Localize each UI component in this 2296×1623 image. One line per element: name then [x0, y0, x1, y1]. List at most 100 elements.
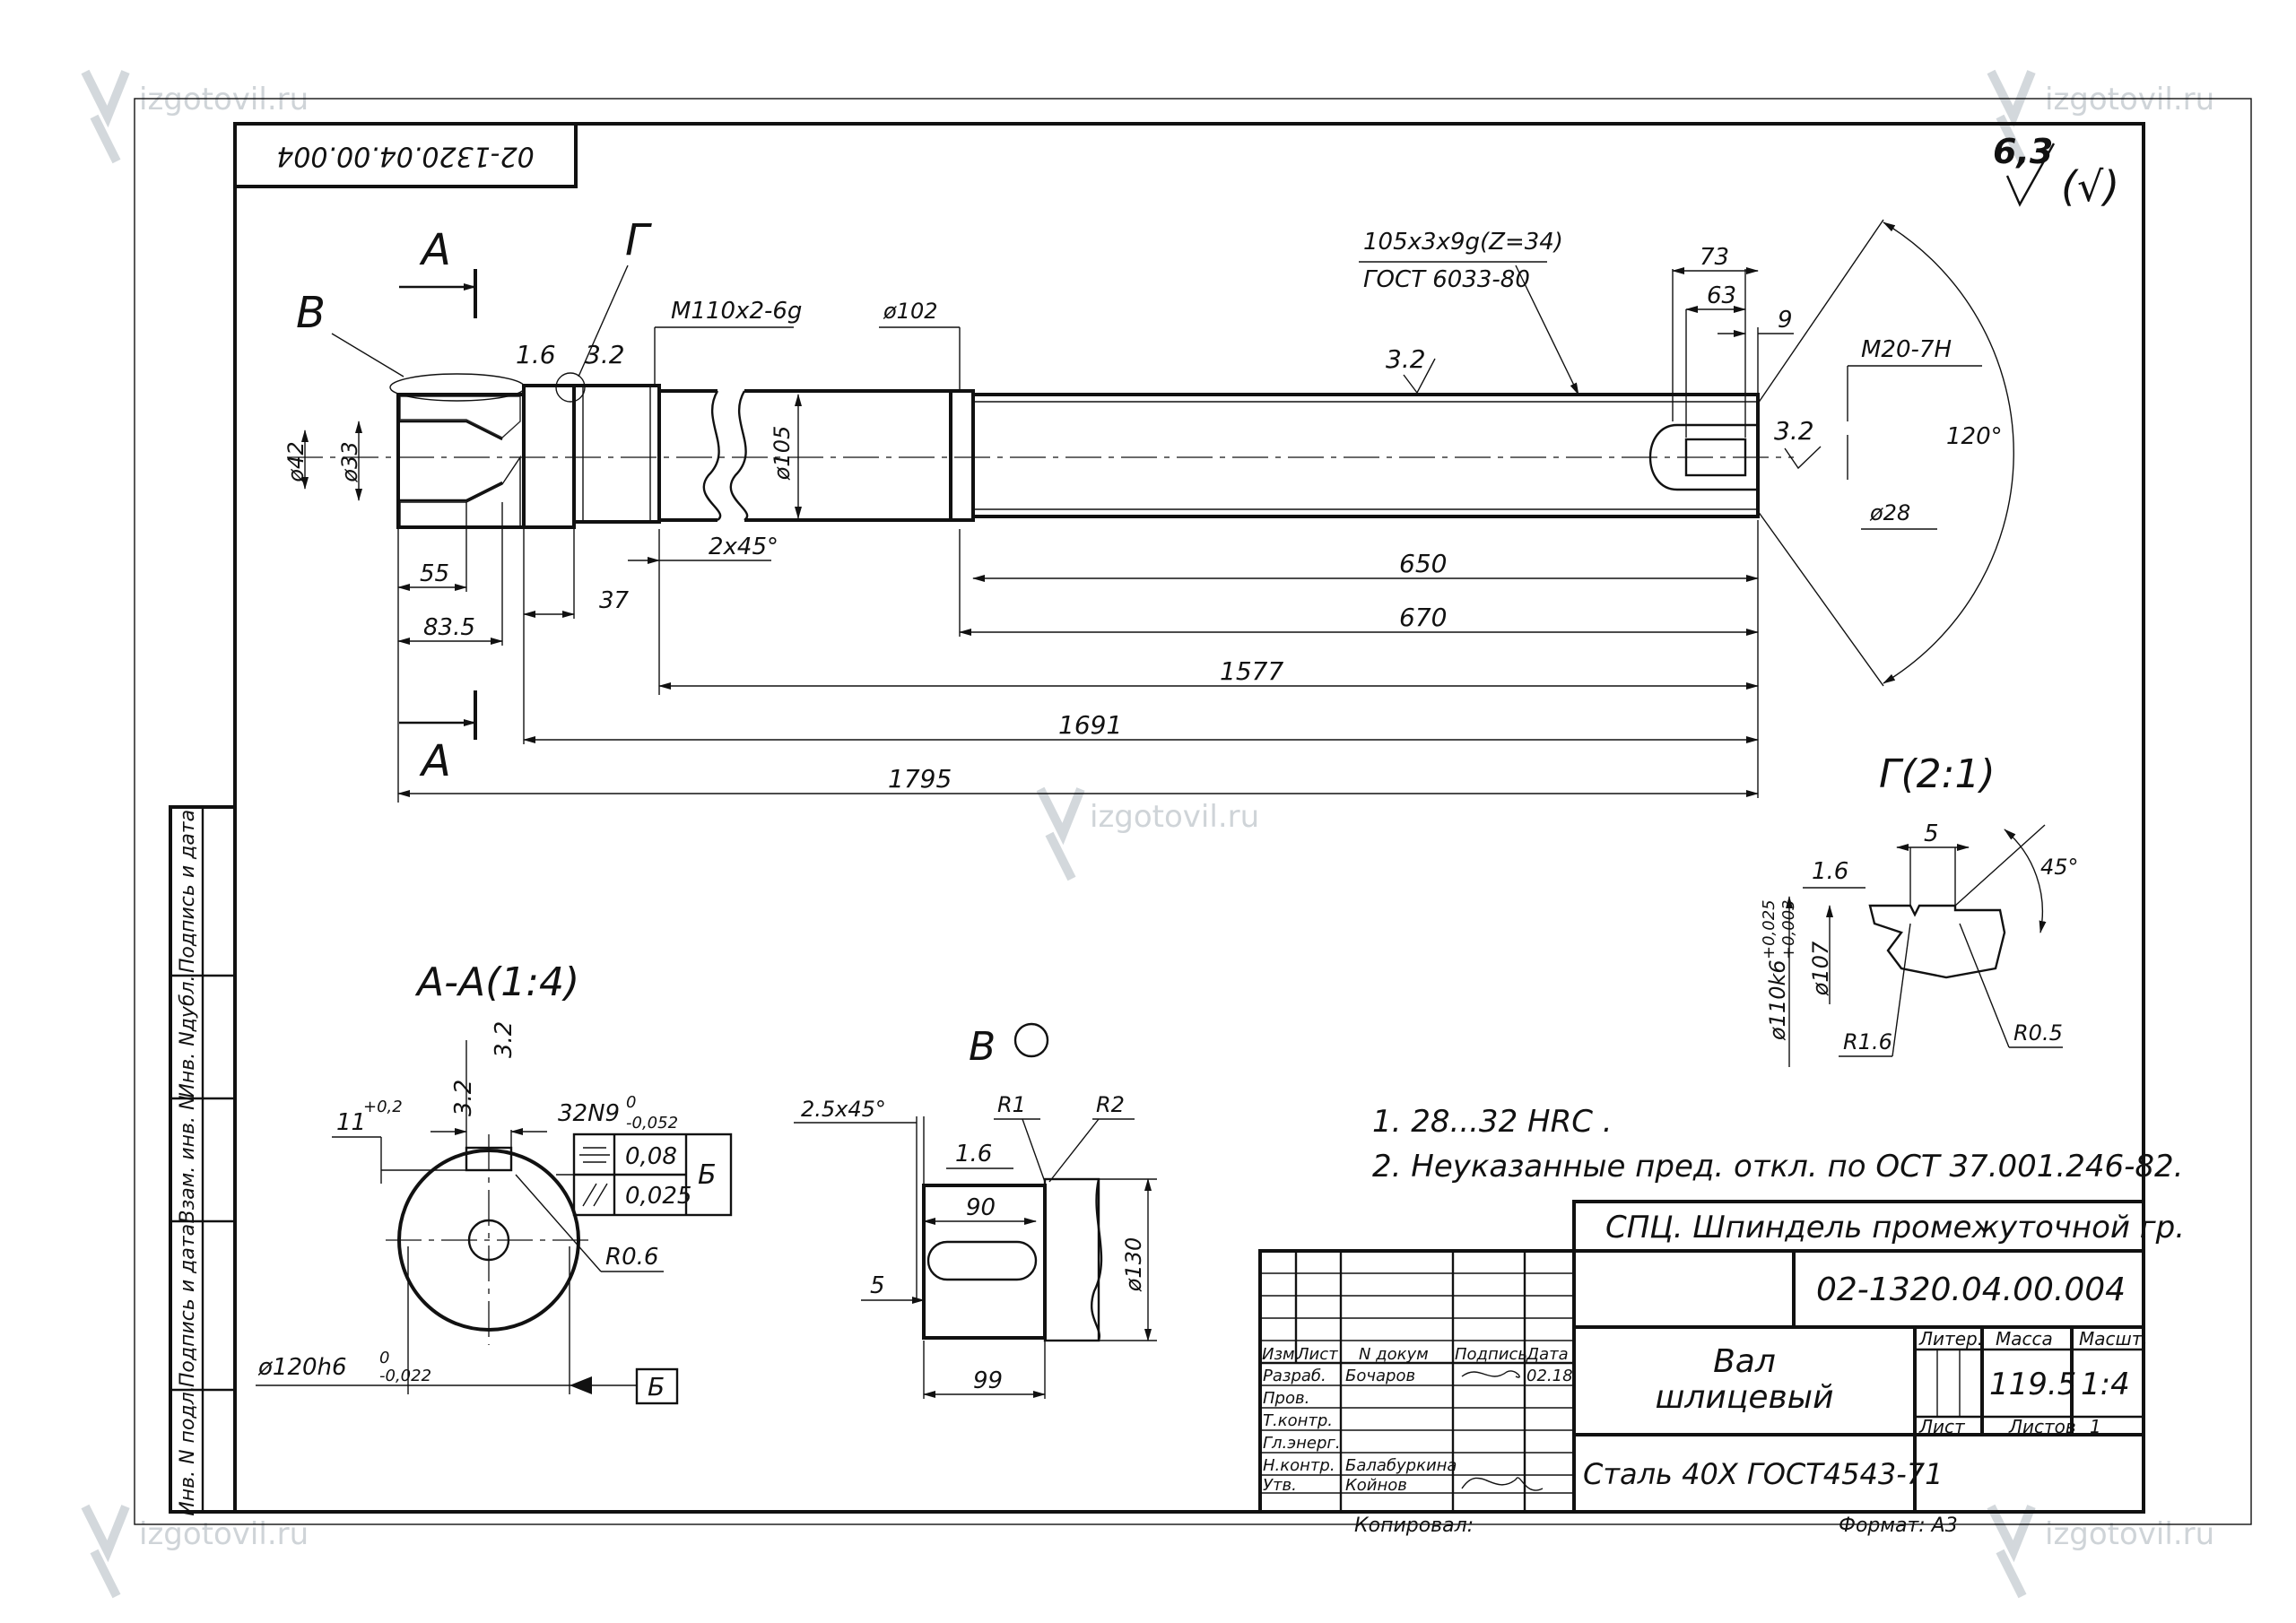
col-date: Дата — [1526, 1345, 1569, 1364]
roughness-mark-4: 3.2 — [1774, 416, 1814, 446]
dim-83-5: 83.5 — [423, 614, 475, 641]
detail-v: В 2.5x45° R1 R2 1.6 90 5 ø130 99 — [794, 1022, 1157, 1399]
dim-d28: ø28 — [1869, 500, 1910, 525]
section-aa-key-tol-lower: -0,052 — [626, 1114, 678, 1133]
title-designation: 02-1320.04.00.004 — [1816, 1271, 2126, 1308]
header-mass: Масса — [1996, 1328, 2053, 1350]
dim-73: 73 — [1700, 244, 1729, 271]
section-aa-radius: R0.6 — [605, 1244, 658, 1271]
col-izm: Изм. — [1262, 1345, 1300, 1364]
break-line-right — [729, 390, 749, 521]
section-aa-diam: ø120h6 — [257, 1354, 347, 1381]
col-ndoc: N докум — [1359, 1345, 1429, 1364]
detail-g-tol-upper: +0,025 — [1760, 899, 1779, 959]
dim-63: 63 — [1707, 282, 1736, 309]
title-name-line1: Вал — [1713, 1343, 1776, 1380]
shaft-callouts: 105x3x9g(Z=34) ГОСТ 6033-80 M110x2-6g M2… — [516, 229, 1982, 470]
dim-670: 670 — [1399, 603, 1447, 632]
tolerance-datum: Б — [698, 1159, 717, 1191]
break-line-left — [702, 390, 722, 521]
date-1: 02.18 — [1526, 1367, 1573, 1385]
section-aa-diam-tol-upper: 0 — [379, 1349, 389, 1367]
detail-g-rough: 1.6 — [1812, 858, 1848, 885]
watermark-text: izgotovil.ru — [139, 1516, 309, 1552]
detail-v-chamfer: 2.5x45° — [801, 1097, 886, 1122]
detail-g-angle45: 45° — [2040, 855, 2079, 880]
detail-g-d107: ø107 — [1808, 941, 1833, 996]
symmetry-icon — [579, 1147, 610, 1163]
dim-55: 55 — [420, 560, 449, 587]
detail-g-r16: R1.6 — [1843, 1029, 1892, 1055]
title-material: Сталь 40Х ГОСТ4543-71 — [1583, 1457, 1944, 1491]
roughness-mark-3: 3.2 — [1386, 344, 1426, 374]
thread-end-callout: M20-7H — [1861, 336, 1952, 363]
roughness-check-icon — [2005, 143, 2056, 207]
groove — [949, 389, 975, 522]
rotated-stamp-box — [233, 122, 578, 188]
roughness-mark-2: 3.2 — [585, 340, 625, 369]
section-aa-depth-tol: +0,2 — [363, 1098, 403, 1116]
watermark-text: izgotovil.ru — [1090, 799, 1259, 835]
detail-g-r05: R0.5 — [2013, 1020, 2063, 1046]
outer-border — [134, 98, 2252, 1525]
role-6: Утв. — [1263, 1476, 1297, 1495]
detail-v-rough: 1.6 — [955, 1141, 992, 1167]
watermark-logo-icon — [1987, 1504, 2036, 1599]
side-stamp-3: Взам. инв. N — [177, 1096, 199, 1224]
detail-g: Г(2:1) 5 45° 1.6 ø107 ø110k6 +0,025 +0,0… — [1760, 751, 2079, 1067]
dim-1795: 1795 — [888, 764, 952, 794]
section-aa-key-width: 32N9 — [558, 1100, 620, 1127]
detail-v-marker: В — [296, 288, 326, 338]
role-1: Разраб. — [1263, 1367, 1326, 1385]
watermark-text: izgotovil.ru — [139, 82, 309, 117]
header-liter: Литер. — [1918, 1328, 1983, 1350]
section-aa-rough-a: 3.2 — [450, 1080, 477, 1116]
detail-v-r2: R2 — [1096, 1092, 1125, 1117]
dim-d105: ø105 — [770, 426, 795, 482]
detail-v-circle — [389, 373, 526, 402]
detail-v-r1: R1 — [997, 1092, 1026, 1117]
section-a-top-label: A — [419, 225, 451, 275]
dim-angle-120: 120° — [1946, 423, 2003, 450]
side-stamp-4: Подпись и дата — [177, 1224, 199, 1387]
title-name-line2: шлицевый — [1655, 1379, 1833, 1416]
dim-37: 37 — [599, 587, 630, 614]
note-2: 2. Неуказанные пред. откл. по ОСТ 37.001… — [1372, 1149, 2183, 1185]
section-aa-key-tol-upper: 0 — [626, 1093, 636, 1112]
title-block: СПЦ. Шпиндель промежуточной гр. 02-1320.… — [1258, 1200, 2185, 1537]
side-stamps: Подпись и дата Инв. Nдубл. Взам. инв. N … — [169, 805, 237, 1516]
detail-g-circle — [555, 372, 586, 403]
watermark-group: izgotovil.ru izgotovil.ru izgotovil.ru i… — [81, 69, 2214, 1599]
role-3: Т.контр. — [1263, 1411, 1333, 1430]
role-5: Н.контр. — [1263, 1456, 1335, 1475]
section-aa-diam-tol-lower: -0,022 — [379, 1367, 431, 1385]
watermark-text: izgotovil.ru — [2045, 82, 2214, 117]
detail-v-dim5: 5 — [870, 1272, 885, 1299]
col-sign: Подпись — [1455, 1345, 1527, 1364]
watermark-logo-icon — [1036, 786, 1085, 881]
detail-v-d130: ø130 — [1121, 1237, 1146, 1293]
thread-callout: M110x2-6g — [671, 298, 802, 325]
detail-v-keyway — [926, 1240, 1038, 1281]
signature-drawing — [1461, 1370, 1520, 1378]
scale-value: 1:4 — [2081, 1367, 2130, 1402]
section-markers: A A Г В — [296, 215, 652, 786]
detail-v-circle-icon — [1013, 1022, 1049, 1058]
title-copied: Копировал: — [1354, 1515, 1474, 1537]
dim-chamfer: 2x45° — [709, 534, 778, 560]
dim-d42: ø42 — [283, 441, 309, 482]
spline-section — [971, 393, 1760, 518]
watermark-text: izgotovil.ru — [2045, 1516, 2214, 1552]
symmetry-value: 0,08 — [625, 1143, 677, 1170]
title-format: Формат: А3 — [1839, 1515, 1958, 1537]
section-aa: А-А(1:4) 3.2 3.2 32N9 0 -0,052 11 +0,2 0… — [256, 959, 733, 1405]
parallelism-icon — [582, 1183, 608, 1207]
title-assembly: СПЦ. Шпиндель промежуточной гр. — [1605, 1210, 2185, 1245]
section-aa-title: А-А(1:4) — [414, 959, 579, 1005]
sheets-count: 1 — [2090, 1416, 2101, 1437]
watermark-logo-icon — [81, 1504, 130, 1599]
section-aa-rough-b: 3.2 — [491, 1021, 517, 1058]
dim-1691: 1691 — [1058, 710, 1122, 740]
detail-g-d110: ø110k6 — [1765, 959, 1790, 1041]
